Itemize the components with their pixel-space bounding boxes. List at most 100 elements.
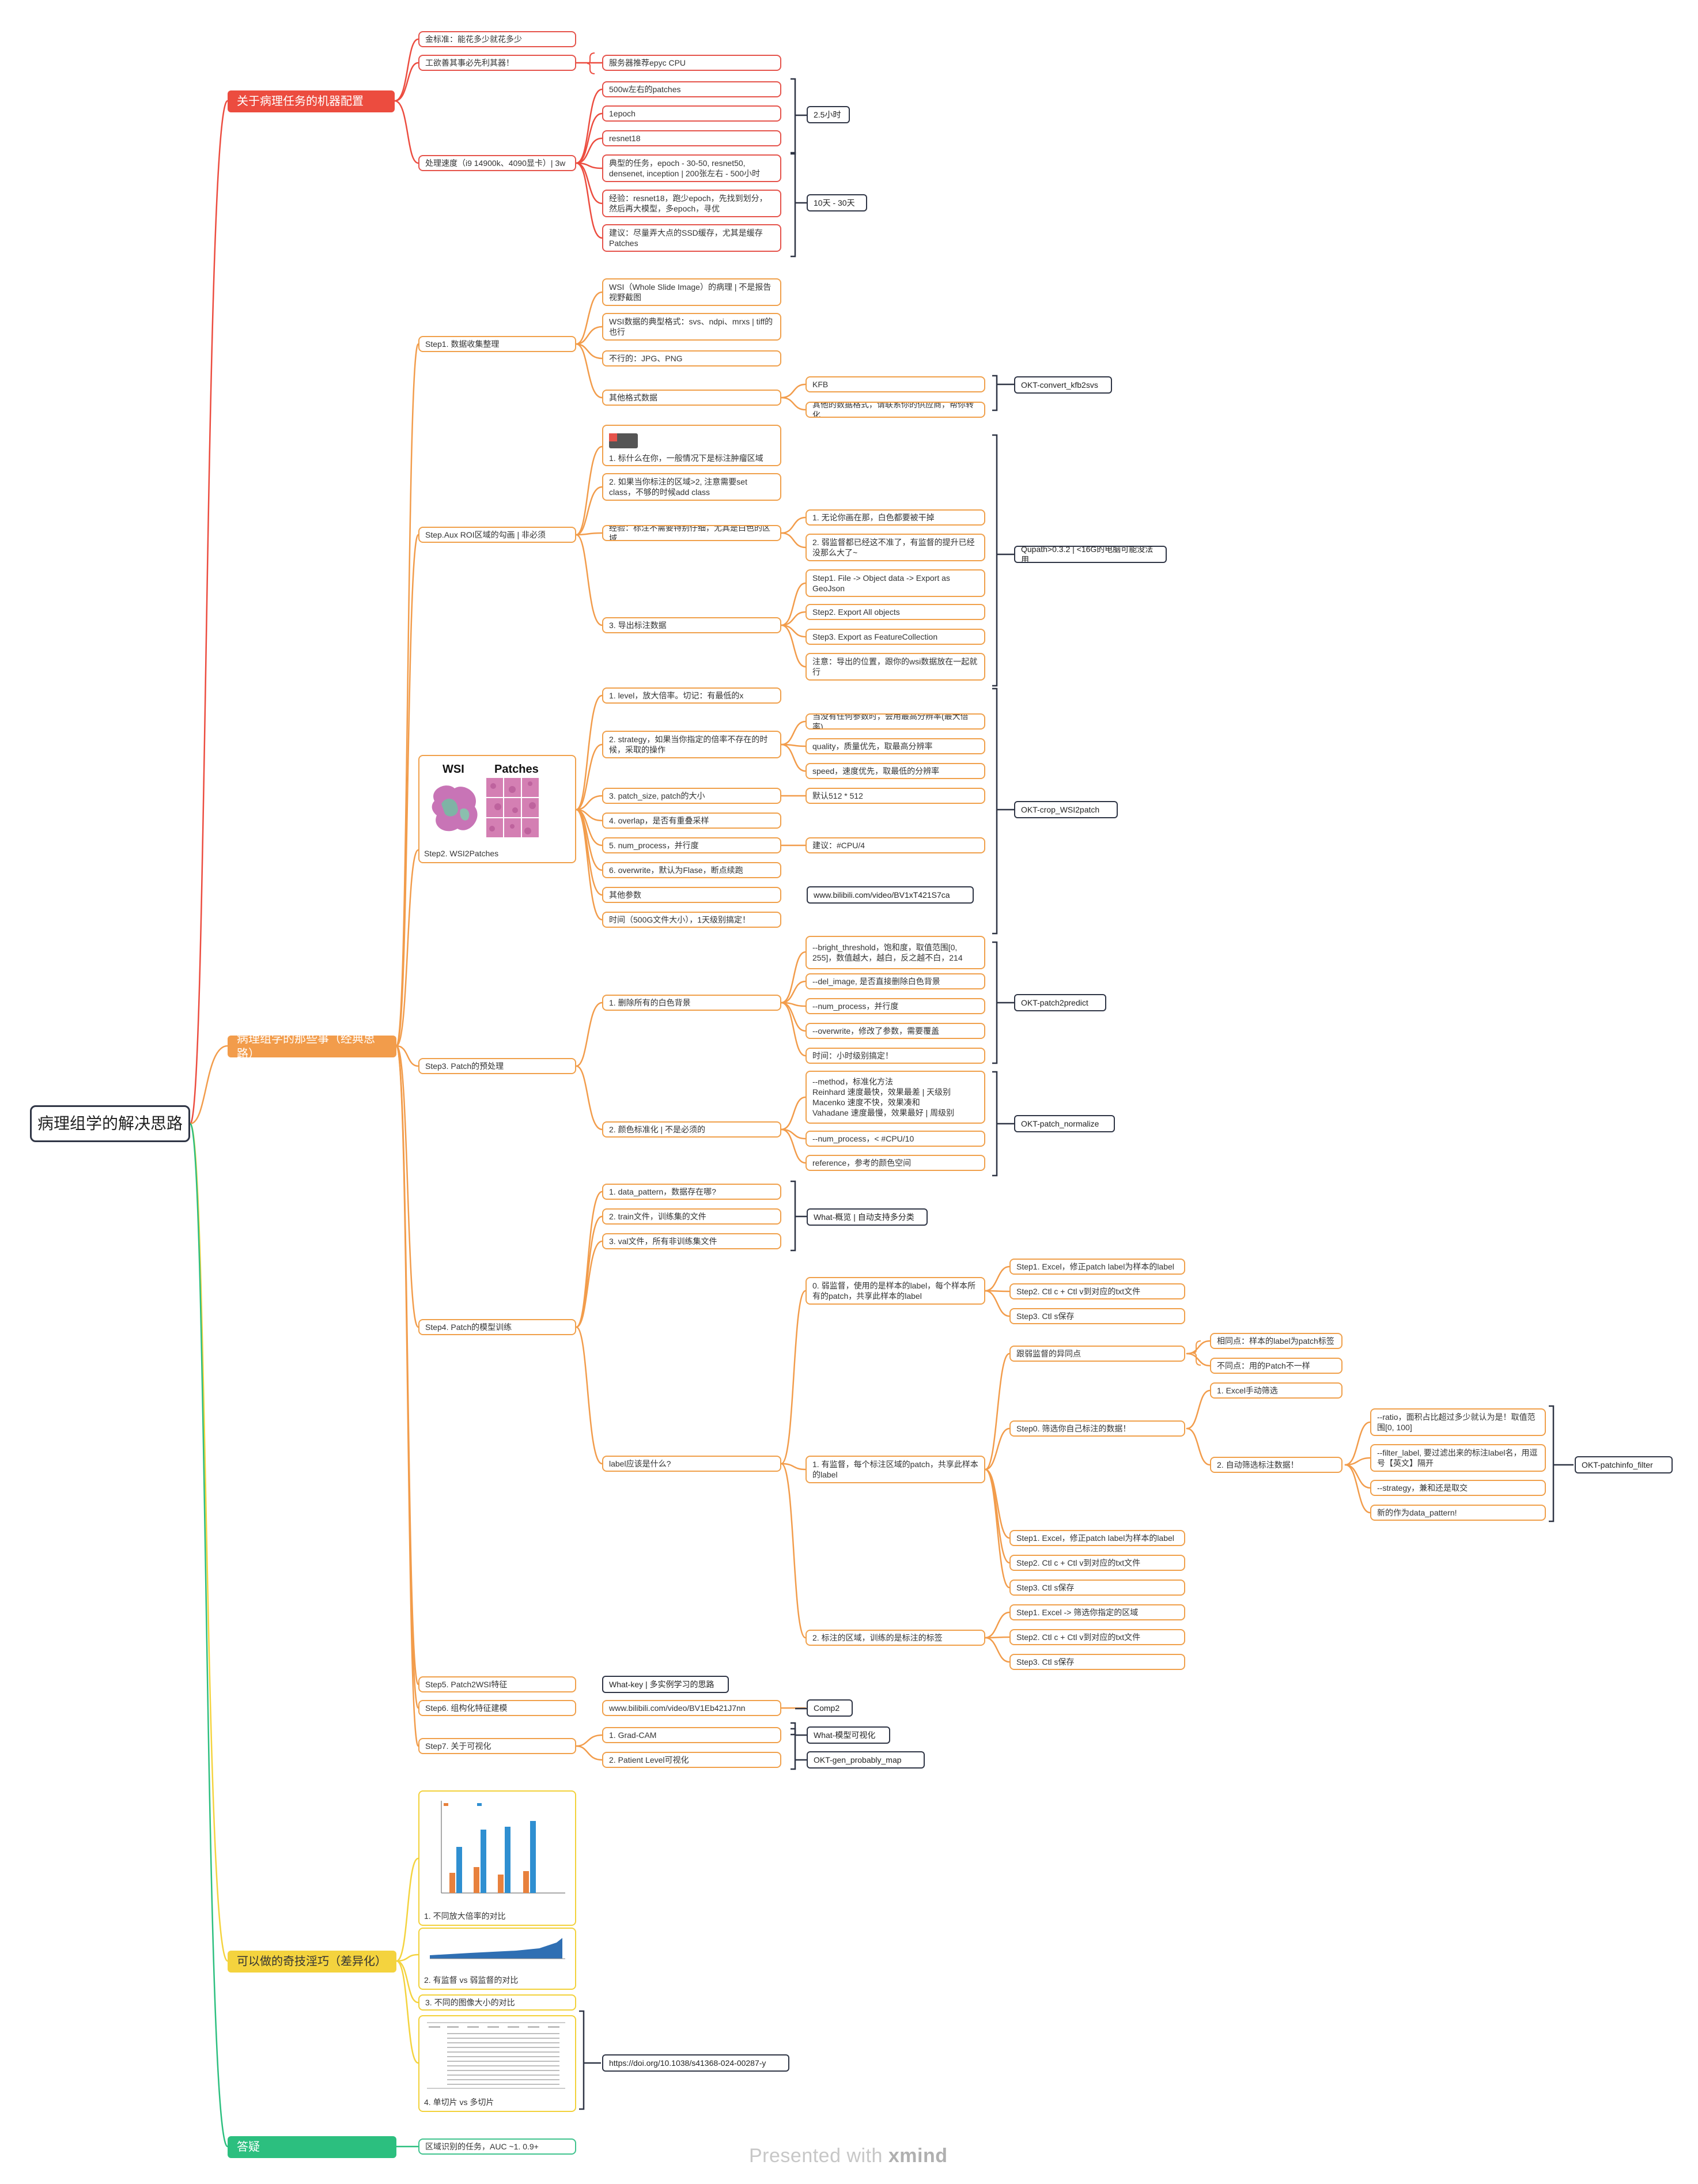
filter-ratio[interactable]: --ratio，面积占比超过多少就认为是！取值范围[0, 100] bbox=[1370, 1408, 1546, 1436]
trick-single-vs-multi[interactable]: 4. 单切片 vs 多切片 bbox=[418, 2015, 576, 2112]
step2-strategy-default[interactable]: 当没有任何参数时，会用最高分辨率(最大倍率) bbox=[805, 713, 985, 730]
node-server[interactable]: 服务器推荐epyc CPU bbox=[602, 55, 781, 71]
step1-wsi[interactable]: WSI（Whole Slide Image）的病理 | 不是报告视野截图 bbox=[602, 278, 781, 306]
node-suggest-ssd[interactable]: 建议：尽量弄大点的SSD缓存，尤其是缓存Patches bbox=[602, 224, 781, 252]
stepaux-exp-weak[interactable]: 2. 弱监督都已经这不准了，有监督的提升已经没那么大了~ bbox=[805, 534, 985, 561]
step4-weak-step1[interactable]: Step1. Excel，修正patch label为样本的label bbox=[1009, 1259, 1185, 1275]
step4-sup-same[interactable]: 相同点：样本的label为patch标签 bbox=[1210, 1333, 1342, 1349]
step4-area-step1[interactable]: Step1. Excel -> 筛选你指定的区域 bbox=[1009, 1604, 1185, 1620]
step4-sup-step3[interactable]: Step3. Ctl s保存 bbox=[1009, 1580, 1185, 1596]
tool-what-overview[interactable]: What-概览 | 自动支持多分类 bbox=[807, 1208, 928, 1226]
step2-other-params[interactable]: 其他参数 bbox=[602, 887, 781, 903]
node-industrial[interactable]: 工欲善其事必先利其器！ bbox=[418, 55, 576, 71]
step3-time[interactable]: 时间：小时级别搞定！ bbox=[805, 1048, 985, 1064]
stepaux-mark[interactable]: 1. 标什么在你，一般情况下是标注肿瘤区域 bbox=[602, 425, 781, 466]
step1-contact-vendor[interactable]: 其他的数据格式，请联系你的供应商，帮你转化 bbox=[805, 402, 985, 418]
step4-sup-step1[interactable]: Step1. Excel，修正patch label为样本的label bbox=[1009, 1530, 1185, 1546]
stepaux-export-step2[interactable]: Step2. Export All objects bbox=[805, 604, 985, 620]
step2-overwrite[interactable]: 6. overwrite，默认为Flase，断点续跑 bbox=[602, 862, 781, 878]
node-gold-standard[interactable]: 金标准：能花多少就花多少 bbox=[418, 31, 576, 47]
step4-sup-differ[interactable]: 不同点：用的Patch不一样 bbox=[1210, 1358, 1342, 1374]
stepaux-export[interactable]: 3. 导出标注数据 bbox=[602, 617, 781, 633]
stepaux-export-step3[interactable]: Step3. Export as FeatureCollection bbox=[805, 629, 985, 645]
tool-what-key[interactable]: What-key | 多实例学习的思路 bbox=[602, 1676, 729, 1693]
summary-time-long[interactable]: 10天 - 30天 bbox=[807, 194, 867, 211]
tool-patchinfo-filter[interactable]: OKT-patchinfo_filter bbox=[1575, 1456, 1673, 1473]
step4-weak-supervision[interactable]: 0. 弱监督，使用的是样本的label，每个样本所有的patch，共享此样本的l… bbox=[805, 1277, 985, 1305]
step4-node[interactable]: Step4. Patch的模型训练 bbox=[418, 1319, 576, 1335]
filter-label[interactable]: --filter_label, 要过滤出来的标注label名，用逗号【英文】隔开 bbox=[1370, 1444, 1546, 1472]
step4-area-label[interactable]: 2. 标注的区域，训练的是标注的标签 bbox=[805, 1630, 985, 1646]
tool-crop-wsi2patch[interactable]: OKT-crop_WSI2patch bbox=[1014, 801, 1118, 818]
step2-node[interactable]: WSI Patches Step2. WSI2Patches bbox=[418, 755, 576, 863]
step1-formats[interactable]: WSI数据的典型格式：svs、ndpi、mrxs | tiff的也行 bbox=[602, 313, 781, 341]
filter-new-pattern[interactable]: 新的作为data_pattern! bbox=[1370, 1505, 1546, 1521]
step3-del-image[interactable]: --del_image, 是否直接删除白色背景 bbox=[805, 973, 985, 989]
qa-auc[interactable]: 区域识别的任务，AUC ~1. 0.9+ bbox=[418, 2138, 576, 2155]
step2-time[interactable]: 时间（500G文件大小），1天级别搞定！ bbox=[602, 912, 781, 928]
node-epoch[interactable]: 1epoch bbox=[602, 105, 781, 122]
step4-sup-excel[interactable]: 1. Excel手动筛选 bbox=[1210, 1382, 1342, 1399]
step1-other-formats[interactable]: 其他格式数据 bbox=[602, 390, 781, 406]
step3-norm-method[interactable]: --method，标准化方法 Reinhard 速度最快，效果最差 | 天级别 … bbox=[805, 1071, 985, 1124]
root-topic[interactable]: 病理组学的解决思路 bbox=[30, 1105, 190, 1142]
step1-not-ok[interactable]: 不行的：JPG、PNG bbox=[602, 350, 781, 366]
filter-strategy[interactable]: --strategy，兼和还是取交 bbox=[1370, 1480, 1546, 1496]
step4-val-file[interactable]: 3. val文件，所有非训练集文件 bbox=[602, 1233, 781, 1249]
node-resnet[interactable]: resnet18 bbox=[602, 130, 781, 146]
node-typical-task[interactable]: 典型的任务，epoch - 30-50, resnet50, densenet,… bbox=[602, 154, 781, 182]
branch-qa[interactable]: 答疑 bbox=[228, 2136, 396, 2158]
step3-bright-threshold[interactable]: --bright_threshold，饱和度，取值范围[0, 255]，数值越大… bbox=[805, 936, 985, 969]
tool-what-visualize[interactable]: What-模型可视化 bbox=[807, 1726, 890, 1744]
step4-sup-step0[interactable]: Step0. 筛选你自己标注的数据！ bbox=[1009, 1420, 1185, 1437]
stepaux-export-note[interactable]: 注意：导出的位置，跟你的wsi数据放在一起就行 bbox=[805, 653, 985, 681]
step3-node[interactable]: Step3. Patch的预处理 bbox=[418, 1058, 576, 1074]
tool-gen-probably-map[interactable]: OKT-gen_probably_map bbox=[807, 1751, 925, 1769]
branch-classic-approach[interactable]: 病理组学的那些事（经典思路） bbox=[228, 1036, 396, 1057]
step2-num-process[interactable]: 5. num_process，并行度 bbox=[602, 837, 781, 853]
step2-video-link[interactable]: www.bilibili.com/video/BV1xT421S7ca bbox=[807, 886, 974, 904]
step4-data-pattern[interactable]: 1. data_pattern，数据存在哪? bbox=[602, 1184, 781, 1200]
node-speed[interactable]: 处理速度（i9 14900k、4090显卡）| 3w bbox=[418, 155, 576, 171]
step5-node[interactable]: Step5. Patch2WSI特征 bbox=[418, 1676, 576, 1692]
step4-sup-step2[interactable]: Step2. Ctl c + Ctl v到对应的txt文件 bbox=[1009, 1555, 1185, 1571]
step3-norm-num-process[interactable]: --num_process，< #CPU/10 bbox=[805, 1131, 985, 1147]
branch-tricks[interactable]: 可以做的奇技淫巧（差异化） bbox=[228, 1951, 396, 1973]
step7-patient-level[interactable]: 2. Patient Level可视化 bbox=[602, 1752, 781, 1768]
stepaux-multi-class[interactable]: 2. 如果当你标注的区域>2, 注意需要set class，不够的时候add c… bbox=[602, 473, 781, 501]
trick-magnification[interactable]: 1. 不同放大倍率的对比 bbox=[418, 1790, 576, 1926]
step2-patch-size[interactable]: 3. patch_size, patch的大小 bbox=[602, 788, 781, 804]
step2-patch-size-default[interactable]: 默认512 * 512 bbox=[805, 788, 985, 804]
step4-weak-step3[interactable]: Step3. Ctl s保存 bbox=[1009, 1308, 1185, 1324]
step6-node[interactable]: Step6. 组构化特征建模 bbox=[418, 1700, 576, 1716]
tool-patch2predict[interactable]: OKT-patch2predict bbox=[1014, 994, 1106, 1011]
step4-sup-auto[interactable]: 2. 自动筛选标注数据！ bbox=[1210, 1457, 1342, 1473]
tool-qupath[interactable]: Qupath>0.3.2 | <16G的电脑可能没法用 bbox=[1014, 546, 1167, 563]
step2-strategy-quality[interactable]: quality，质量优先，取最高分辨率 bbox=[805, 738, 985, 754]
step3-color-norm[interactable]: 2. 颜色标准化 | 不是必须的 bbox=[602, 1121, 781, 1138]
step3-reference[interactable]: reference，参考的颜色空间 bbox=[805, 1155, 985, 1171]
branch-machine-config[interactable]: 关于病理任务的机器配置 bbox=[228, 90, 395, 112]
step4-area-step3[interactable]: Step3. Ctl s保存 bbox=[1009, 1654, 1185, 1670]
step4-sup-diff[interactable]: 跟弱监督的异同点 bbox=[1009, 1346, 1185, 1362]
stepaux-experience[interactable]: 经验：标注不需要特别仔细，尤其是白色的区域 bbox=[602, 525, 781, 541]
trick-supervised-vs-weak[interactable]: 2. 有监督 vs 弱监督的对比 bbox=[418, 1928, 576, 1990]
tool-convert-kfb2svs[interactable]: OKT-convert_kfb2svs bbox=[1014, 376, 1112, 394]
step1-node[interactable]: Step1. 数据收集整理 bbox=[418, 336, 576, 352]
step4-train-file[interactable]: 2. train文件，训练集的文件 bbox=[602, 1208, 781, 1225]
step4-weak-step2[interactable]: Step2. Ctl c + Ctl v到对应的txt文件 bbox=[1009, 1283, 1185, 1299]
stepaux-export-step1[interactable]: Step1. File -> Object data -> Export as … bbox=[805, 569, 985, 597]
step1-kfb[interactable]: KFB bbox=[805, 376, 985, 392]
trick-doi-link[interactable]: https://doi.org/10.1038/s41368-024-00287… bbox=[602, 2054, 789, 2072]
stepaux-node[interactable]: Step.Aux ROI区域的勾画 | 非必须 bbox=[418, 527, 576, 543]
step7-gradcam[interactable]: 1. Grad-CAM bbox=[602, 1727, 781, 1743]
trick-image-size[interactable]: 3. 不同的图像大小的对比 bbox=[418, 1994, 576, 2011]
node-patches-count[interactable]: 500w左右的patches bbox=[602, 81, 781, 97]
node-experience[interactable]: 经验：resnet18，跑少epoch，先找到划分，然后再大模型，多epoch，… bbox=[602, 190, 781, 217]
step3-num-process[interactable]: --num_process，并行度 bbox=[805, 998, 985, 1014]
tool-patch-normalize[interactable]: OKT-patch_normalize bbox=[1014, 1115, 1115, 1132]
step4-label-question[interactable]: label应该是什么? bbox=[602, 1456, 781, 1472]
stepaux-exp-white[interactable]: 1. 无论你画在那，白色都要被干掉 bbox=[805, 509, 985, 526]
step6-video-link[interactable]: www.bilibili.com/video/BV1Eb421J7nn bbox=[602, 1700, 781, 1716]
summary-time-short[interactable]: 2.5小时 bbox=[807, 106, 850, 123]
